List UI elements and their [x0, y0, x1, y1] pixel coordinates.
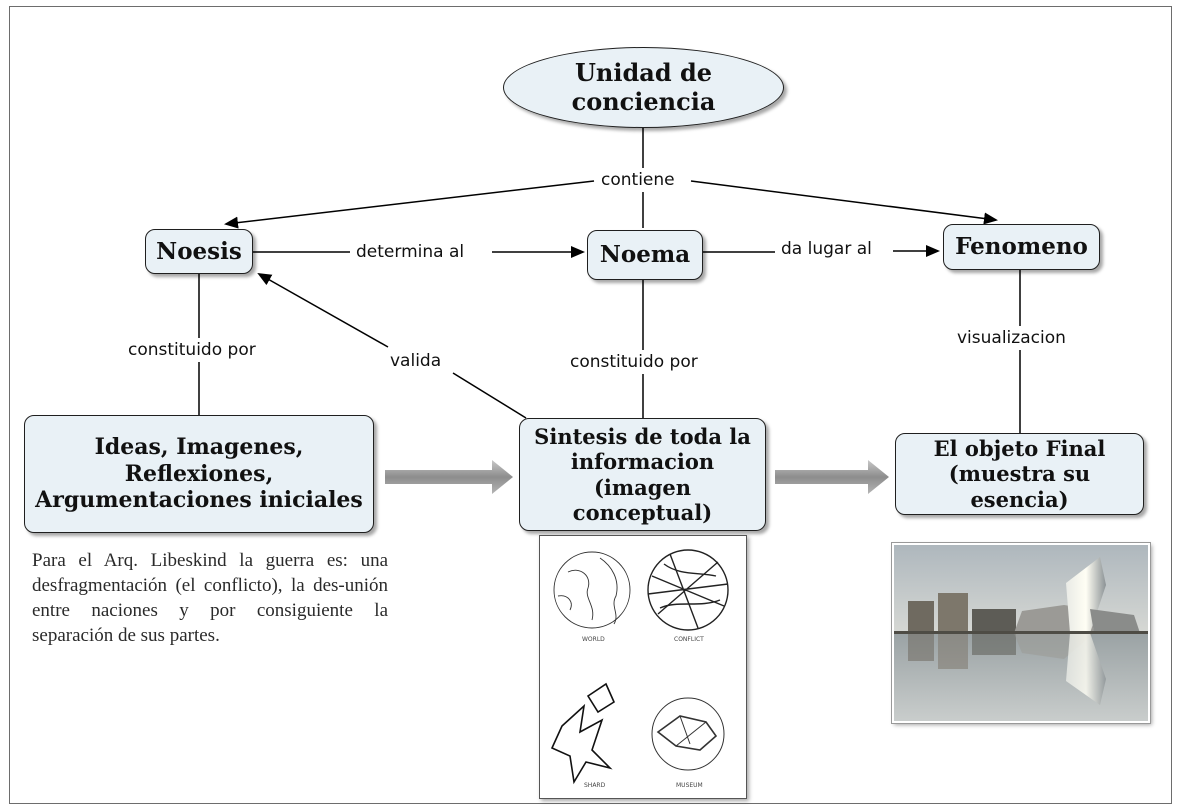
label-constituido-por-noema: constituido por: [566, 351, 702, 373]
node-noema[interactable]: Noema: [587, 230, 703, 280]
libeskind-description: Para el Arq. Libeskind la guerra es: una…: [32, 550, 388, 646]
node-objeto-label: El objeto Final (muestra su esencia): [933, 436, 1106, 512]
gray-arrow-ideas-sintesis: [385, 460, 513, 494]
node-noesis[interactable]: Noesis: [145, 229, 253, 274]
diagram-frame: [9, 6, 1172, 804]
node-fenomeno[interactable]: Fenomeno: [943, 224, 1100, 270]
caption-shard: SHARD: [584, 782, 606, 789]
label-visualizacion: visualizacion: [953, 327, 1070, 349]
label-valida: valida: [386, 350, 446, 372]
node-objeto-final[interactable]: El objeto Final (muestra su esencia): [895, 433, 1144, 515]
final-object-photo: [891, 542, 1151, 724]
node-fenomeno-label: Fenomeno: [955, 233, 1088, 261]
node-unidad-label: Unidad de conciencia: [571, 57, 716, 116]
caption-world: WORLD: [582, 636, 605, 643]
sketches-drawing: [550, 549, 729, 785]
label-constituido-por-noesis: constituido por: [124, 339, 260, 361]
link-sintesis-valida: [452, 372, 527, 419]
node-ideas-label: Ideas, Imagenes, Reflexiones, Argumentac…: [35, 434, 363, 514]
caption-museum: MUSEUM: [676, 782, 703, 789]
node-noesis-label: Noesis: [156, 237, 242, 265]
label-contiene: contiene: [597, 169, 679, 191]
concept-sketches-image: WORLD CONFLICT SHARD MUSEUM: [539, 535, 747, 799]
caption-conflict: CONFLICT: [674, 636, 704, 643]
arrow-valida-noesis: [257, 273, 389, 348]
node-noema-label: Noema: [599, 241, 691, 269]
arrow-contiene-noesis: [224, 180, 595, 229]
label-determina-al: determina al: [352, 241, 469, 263]
arrow-contiene-fenomeno: [690, 180, 998, 225]
gray-arrow-sintesis-objeto: [775, 460, 889, 494]
museum-photo: [894, 545, 1148, 721]
node-ideas-imagenes[interactable]: Ideas, Imagenes, Reflexiones, Argumentac…: [24, 415, 374, 533]
node-sintesis[interactable]: Sintesis de toda la informacion (imagen …: [519, 418, 766, 531]
node-unidad-de-conciencia[interactable]: Unidad de conciencia: [503, 47, 784, 128]
label-da-lugar-al: da lugar al: [777, 238, 876, 260]
node-sintesis-label: Sintesis de toda la informacion (imagen …: [534, 424, 751, 525]
